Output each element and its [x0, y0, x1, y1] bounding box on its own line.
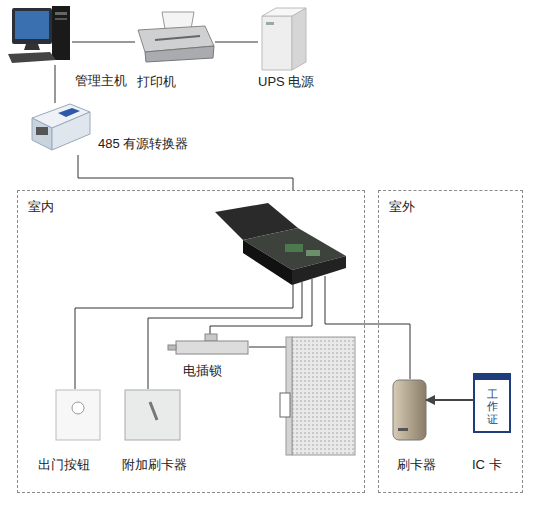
wire [210, 279, 312, 334]
device-label: 室内 [28, 199, 54, 214]
keyboard [8, 52, 56, 63]
device-label: 附加刷卡器 [122, 457, 187, 472]
label-slot: 管理主机 [75, 73, 127, 88]
electric-lock: 电插锁 [176, 339, 249, 354]
monitor-screen [15, 11, 49, 39]
converter-side [52, 112, 90, 150]
converter: 485 有源转换器 [30, 103, 90, 155]
device-label: 出门按钮 [38, 457, 90, 472]
exit-button [72, 402, 84, 414]
computer: 管理主机 [8, 5, 72, 65]
pc-tower [52, 6, 70, 60]
ups-top [262, 8, 306, 16]
label-slot: UPS 电源 [258, 74, 314, 89]
label-slot: 室内 [28, 199, 54, 214]
ic-card: 工作证IC 卡 [474, 374, 510, 432]
device-label: 打印机 [137, 74, 176, 89]
wire [75, 284, 293, 389]
monitor-stand [24, 44, 40, 50]
card-reader [393, 380, 426, 440]
label-slot: 工作证 [474, 381, 510, 432]
device-label: 485 有源转换器 [98, 136, 188, 151]
exit-button-plate [56, 390, 100, 440]
ups-side [292, 8, 306, 70]
ups-front [262, 16, 292, 70]
ic-card-strip [474, 374, 510, 380]
wire [148, 282, 302, 389]
converter-port [36, 127, 48, 135]
indoor-region: 室内电插锁出门按钮附加刷卡器 [17, 190, 365, 493]
printer-slot [155, 36, 200, 40]
device-label: IC 卡 [472, 457, 502, 472]
ups: UPS 电源 [258, 8, 306, 70]
door [292, 337, 355, 455]
wire [249, 347, 286, 348]
label-slot: IC 卡 [472, 457, 502, 472]
label-slot: 打印机 [137, 74, 176, 89]
card-reader: 刷卡器 [393, 380, 426, 440]
card-text: 工作证 [487, 388, 498, 424]
lock-block [205, 334, 217, 341]
label-slot: 室外 [389, 199, 415, 214]
label-slot: 出门按钮 [38, 457, 90, 472]
printer-front [145, 46, 214, 62]
connector [78, 155, 293, 190]
door-handle [280, 393, 290, 417]
device-label: 电插锁 [183, 363, 222, 378]
reader-plate [125, 390, 180, 440]
controller-board [306, 250, 320, 256]
connector [426, 399, 474, 401]
device-label: UPS 电源 [258, 74, 314, 89]
connector [55, 65, 56, 103]
pc-drive [55, 18, 67, 20]
electric-lock [176, 341, 248, 354]
reader-slot [398, 428, 408, 431]
label-slot: 485 有源转换器 [98, 136, 188, 151]
ups-panel [266, 22, 274, 25]
controller-front [292, 256, 346, 285]
label-slot: 电插锁 [183, 363, 222, 378]
device-label: 刷卡器 [397, 457, 436, 472]
reader-mark [150, 402, 157, 420]
device-label: 管理主机 [75, 73, 127, 88]
label-slot: 附加刷卡器 [122, 457, 187, 472]
converter-stripe [58, 108, 80, 117]
controller-side [243, 240, 292, 285]
ic-card [474, 374, 510, 432]
connector [215, 42, 258, 43]
monitor [12, 8, 52, 44]
controller-board [285, 244, 303, 252]
device-label: 室外 [389, 199, 415, 214]
connector [72, 42, 135, 43]
pc-drive [55, 12, 67, 15]
lock-bolt [168, 345, 176, 350]
printer: 打印机 [135, 8, 215, 63]
extra-reader: 附加刷卡器 [125, 390, 180, 440]
exit-button: 出门按钮 [56, 390, 100, 440]
converter-front [32, 118, 52, 150]
label-slot: 刷卡器 [397, 457, 436, 472]
outdoor-region: 室外刷卡器工作证IC 卡 [378, 190, 523, 493]
